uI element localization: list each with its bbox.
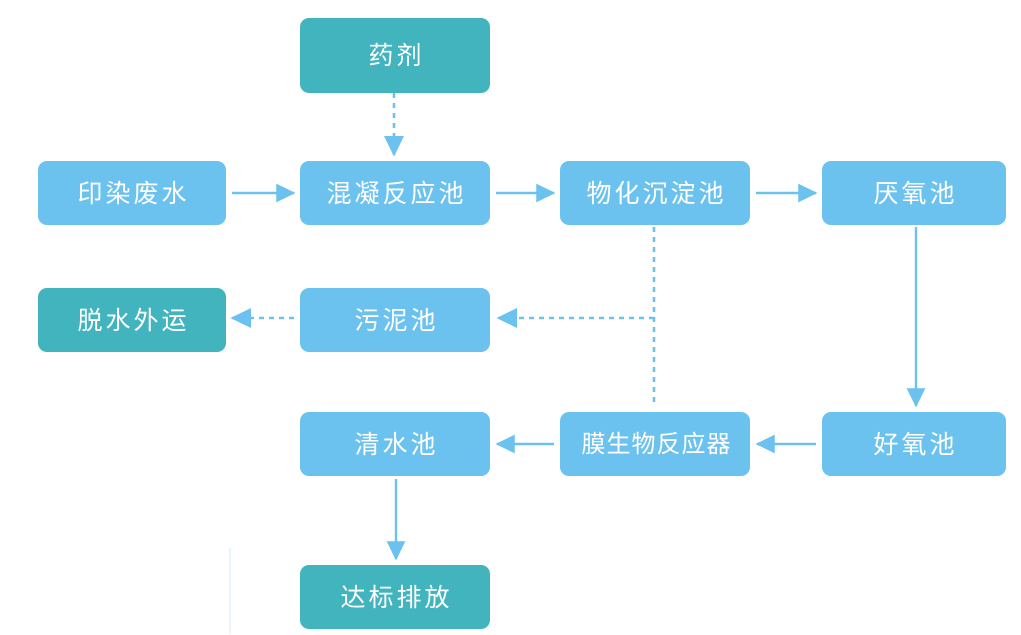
node-compliant-discharge[interactable]: 达标排放 [300,565,490,629]
node-label: 膜生物反应器 [581,430,732,458]
node-reagent[interactable]: 药剂 [300,18,490,93]
node-coagulation-reaction-tank[interactable]: 混凝反应池 [300,161,490,225]
node-label: 物化沉淀池 [586,178,727,208]
node-physicochemical-settling-tank[interactable]: 物化沉淀池 [560,161,750,225]
node-label: 混凝反应池 [326,178,467,208]
node-aerobic-tank[interactable]: 好氧池 [822,412,1006,476]
node-label: 污泥池 [354,305,439,335]
node-label: 印染废水 [77,178,190,208]
node-label: 厌氧池 [873,178,958,208]
node-label: 达标排放 [340,582,453,612]
node-label: 好氧池 [873,429,958,459]
node-dewatering-transport[interactable]: 脱水外运 [38,288,226,352]
node-label: 脱水外运 [77,305,190,335]
node-clean-water-tank[interactable]: 清水池 [300,412,490,476]
node-membrane-bioreactor[interactable]: 膜生物反应器 [560,412,750,476]
node-label: 清水池 [354,429,439,459]
background-artifact-line [229,548,231,634]
node-influent[interactable]: 印染废水 [38,161,226,225]
node-sludge-tank[interactable]: 污泥池 [300,288,490,352]
node-label: 药剂 [368,41,425,70]
node-anaerobic-tank[interactable]: 厌氧池 [822,161,1006,225]
